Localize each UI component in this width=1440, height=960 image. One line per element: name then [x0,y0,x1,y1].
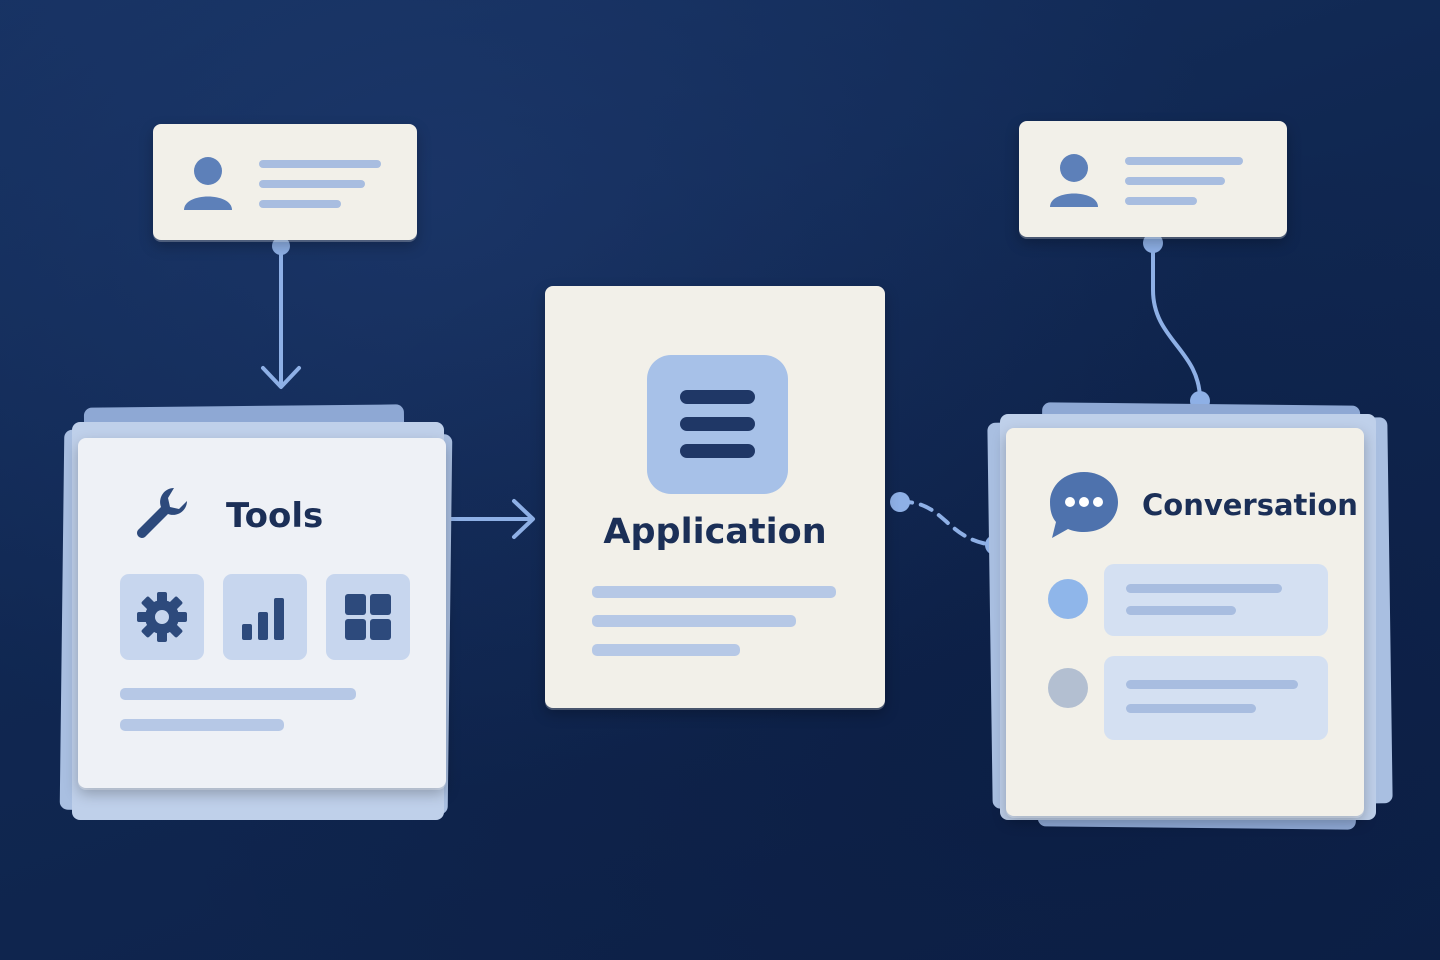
user-icon [1050,154,1098,207]
wrench-icon [137,488,187,538]
text-placeholder [1126,606,1236,615]
user-info-placeholder [1125,157,1243,217]
grid-icon [345,594,391,640]
text-placeholder [120,688,356,700]
text-placeholder [592,615,796,627]
edge-user-to-tools [261,237,301,389]
tools-title: Tools [226,496,324,536]
user-card-right [1019,121,1287,237]
message-bubble [1104,564,1328,636]
application-card: Application [545,286,885,708]
text-placeholder [1126,704,1256,713]
text-placeholder [592,586,836,598]
application-icon-tile [647,355,788,494]
message-bubble [1104,656,1328,740]
conversation-card: Conversation [1006,428,1364,816]
tile-chart [223,574,307,660]
tools-card: Tools [78,438,446,788]
gear-icon [137,592,187,642]
menu-icon [680,390,755,458]
text-placeholder [1126,680,1298,689]
user-info-placeholder [259,160,381,220]
message-avatar-dot [1048,668,1088,708]
text-placeholder [592,644,740,656]
user-icon [184,157,232,210]
tile-gear [120,574,204,660]
application-title: Application [603,512,827,552]
text-placeholder [1126,584,1282,593]
tile-grid [326,574,410,660]
message-avatar-dot [1048,579,1088,619]
text-placeholder [120,719,284,731]
conversation-title: Conversation [1142,488,1358,522]
chat-bubble-icon [1050,472,1118,538]
edge-user-to-conversation [1143,233,1210,411]
bar-chart-icon [242,598,284,640]
user-card-left [153,124,417,240]
edge-tools-to-application [444,499,535,539]
